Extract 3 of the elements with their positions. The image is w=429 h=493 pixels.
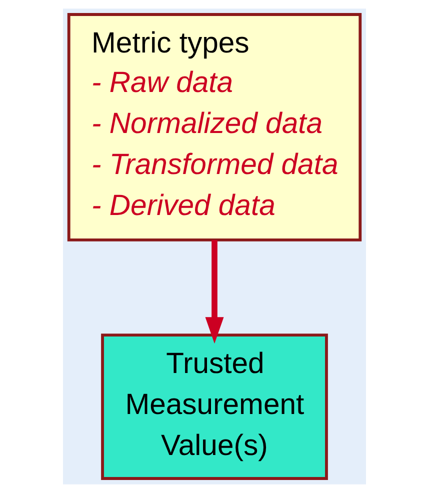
node-box: Trusted Measurement Value(s) [101,334,328,480]
arrow [205,240,224,344]
node-box: Metric types - Raw data - Normalized data - Transformed data - Derived data [67,13,362,242]
